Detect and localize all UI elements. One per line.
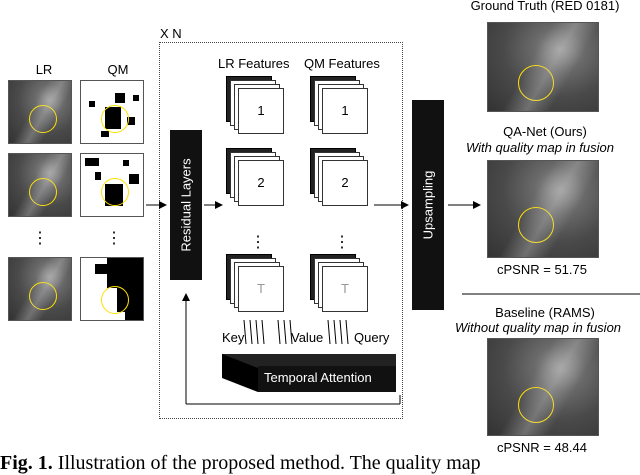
qanet-title: QA-Net (Ours) bbox=[503, 124, 587, 139]
qanet-output-image bbox=[487, 160, 599, 258]
qm-image-1 bbox=[80, 80, 144, 144]
residual-layers-block: Residual Layers bbox=[170, 130, 202, 280]
qm-feature-stack-2: 2 bbox=[310, 148, 370, 208]
sheet-label: T bbox=[341, 281, 349, 296]
baseline-title: Baseline (RAMS) bbox=[495, 305, 595, 320]
lr-ellipsis: ⋮ bbox=[32, 230, 48, 247]
sheet-label: 2 bbox=[341, 175, 349, 190]
qm-image-t bbox=[80, 257, 144, 321]
baseline-cpsnr: cPSNR = 48.44 bbox=[497, 440, 587, 455]
qm-feature-stack-t: T bbox=[310, 254, 370, 314]
value-label: Value bbox=[291, 330, 324, 345]
caption-prefix: Fig. 1. bbox=[0, 452, 53, 474]
highlight-ring bbox=[518, 207, 554, 243]
query-label: Query bbox=[354, 330, 390, 345]
sheet-label: 1 bbox=[257, 103, 265, 118]
baseline-subtitle: Without quality map in fusion bbox=[454, 320, 622, 335]
lr-image-t bbox=[8, 257, 72, 321]
lr-image-1 bbox=[8, 80, 72, 144]
key-label: Key bbox=[222, 330, 245, 345]
qm-features-label: QM Features bbox=[304, 56, 380, 71]
qm-ellipsis: ⋮ bbox=[106, 230, 122, 247]
lr-features-label: LR Features bbox=[218, 56, 290, 71]
qm-column-header: QM bbox=[107, 62, 129, 77]
lr-column-header: LR bbox=[35, 62, 53, 77]
qm-image-2 bbox=[80, 153, 144, 217]
qanet-cpsnr: cPSNR = 51.75 bbox=[497, 262, 587, 277]
lr-feature-stack-t: T bbox=[226, 254, 286, 314]
repeat-block bbox=[159, 42, 403, 419]
temporal-attention-block bbox=[222, 354, 396, 392]
lr-image-2 bbox=[8, 153, 72, 217]
highlight-ring bbox=[518, 387, 554, 423]
caption-text: Illustration of the proposed method. The… bbox=[57, 452, 481, 474]
highlight-ring bbox=[101, 178, 129, 206]
figure-caption: Fig. 1. Illustration of the proposed met… bbox=[0, 452, 481, 475]
highlight-ring bbox=[101, 105, 129, 133]
ground-truth-title: Ground Truth (RED 0181) bbox=[470, 0, 620, 13]
lr-feature-stack-1: 1 bbox=[226, 76, 286, 136]
temporal-attention-label: Temporal Attention bbox=[264, 370, 372, 385]
qanet-subtitle: With quality map in fusion bbox=[465, 140, 615, 155]
qm-feature-stack-1: 1 bbox=[310, 76, 370, 136]
repeat-label: X N bbox=[160, 26, 182, 41]
qm-features-ellipsis: ⋮ bbox=[334, 234, 350, 251]
highlight-ring bbox=[101, 286, 129, 314]
sheet-label: 1 bbox=[341, 103, 349, 118]
baseline-output-image bbox=[487, 338, 599, 436]
highlight-ring bbox=[518, 65, 554, 101]
sheet-label: T bbox=[257, 281, 265, 296]
ground-truth-image bbox=[487, 22, 599, 112]
lr-feature-stack-2: 2 bbox=[226, 148, 286, 208]
sheet-label: 2 bbox=[257, 175, 265, 190]
lr-features-ellipsis: ⋮ bbox=[250, 234, 266, 251]
upsampling-block: Upsampling bbox=[412, 100, 444, 310]
